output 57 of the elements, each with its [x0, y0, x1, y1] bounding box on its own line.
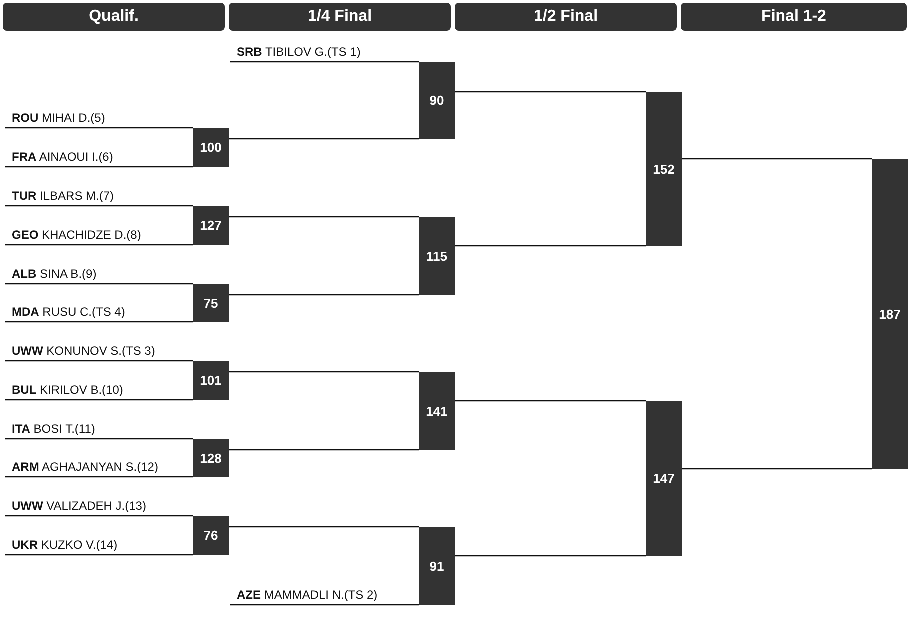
- score-box: 115: [419, 217, 455, 295]
- bracket-line: [455, 245, 646, 247]
- bracket-line: [229, 526, 419, 528]
- competitor-name: ITA BOSI T.(11): [5, 420, 193, 438]
- bracket-line: [5, 244, 193, 246]
- column-header: Final 1-2: [681, 3, 907, 31]
- bracket-line: [5, 515, 193, 517]
- bracket-line: [229, 449, 419, 451]
- competitor-name: AZE MAMMADLI N.(TS 2): [230, 586, 419, 604]
- column-header: 1/2 Final: [455, 3, 677, 31]
- score-box: 100: [193, 128, 229, 167]
- column-header: 1/4 Final: [229, 3, 451, 31]
- score-box: 152: [646, 92, 682, 246]
- bracket-line: [455, 91, 646, 93]
- score-box: 128: [193, 439, 229, 477]
- bracket-line: [5, 166, 193, 168]
- competitor-name: GEO KHACHIDZE D.(8): [5, 226, 193, 244]
- competitor-name: TUR ILBARS M.(7): [5, 187, 193, 205]
- competitor-name: UWW KONUNOV S.(TS 3): [5, 342, 193, 360]
- column-header: Qualif.: [3, 3, 225, 31]
- bracket-line: [5, 360, 193, 362]
- bracket-line: [682, 468, 872, 470]
- score-box: 147: [646, 401, 682, 556]
- bracket-line: [229, 294, 419, 296]
- competitor-name: SRB TIBILOV G.(TS 1): [230, 43, 419, 61]
- bracket-line: [229, 371, 419, 373]
- bracket-line: [5, 438, 193, 440]
- bracket-line: [5, 321, 193, 323]
- competitor-name: FRA AINAOUI I.(6): [5, 148, 193, 166]
- score-box: 127: [193, 206, 229, 245]
- score-box: 101: [193, 361, 229, 400]
- bracket-line: [5, 205, 193, 207]
- bracket-line: [5, 127, 193, 129]
- bracket-line: [229, 216, 419, 218]
- score-box: 90: [419, 62, 455, 139]
- score-box: 91: [419, 527, 455, 605]
- competitor-name: BUL KIRILOV B.(10): [5, 381, 193, 399]
- competitor-name: ARM AGHAJANYAN S.(12): [5, 458, 193, 476]
- competitor-name: UKR KUZKO V.(14): [5, 536, 193, 554]
- score-box: 75: [193, 284, 229, 322]
- bracket-line: [230, 61, 419, 63]
- score-box: 187: [872, 159, 908, 469]
- bracket-line: [5, 554, 193, 556]
- bracket-line: [5, 399, 193, 401]
- bracket-line: [5, 476, 193, 478]
- competitor-name: MDA RUSU C.(TS 4): [5, 303, 193, 321]
- bracket-line: [455, 400, 646, 402]
- bracket-line: [5, 283, 193, 285]
- bracket-line: [682, 158, 872, 160]
- bracket-line: [230, 604, 419, 606]
- score-box: 76: [193, 516, 229, 555]
- bracket-line: [455, 555, 646, 557]
- competitor-name: ALB SINA B.(9): [5, 265, 193, 283]
- competitor-name: UWW VALIZADEH J.(13): [5, 497, 193, 515]
- bracket-line: [229, 138, 419, 140]
- competitor-name: ROU MIHAI D.(5): [5, 109, 193, 127]
- score-box: 141: [419, 372, 455, 450]
